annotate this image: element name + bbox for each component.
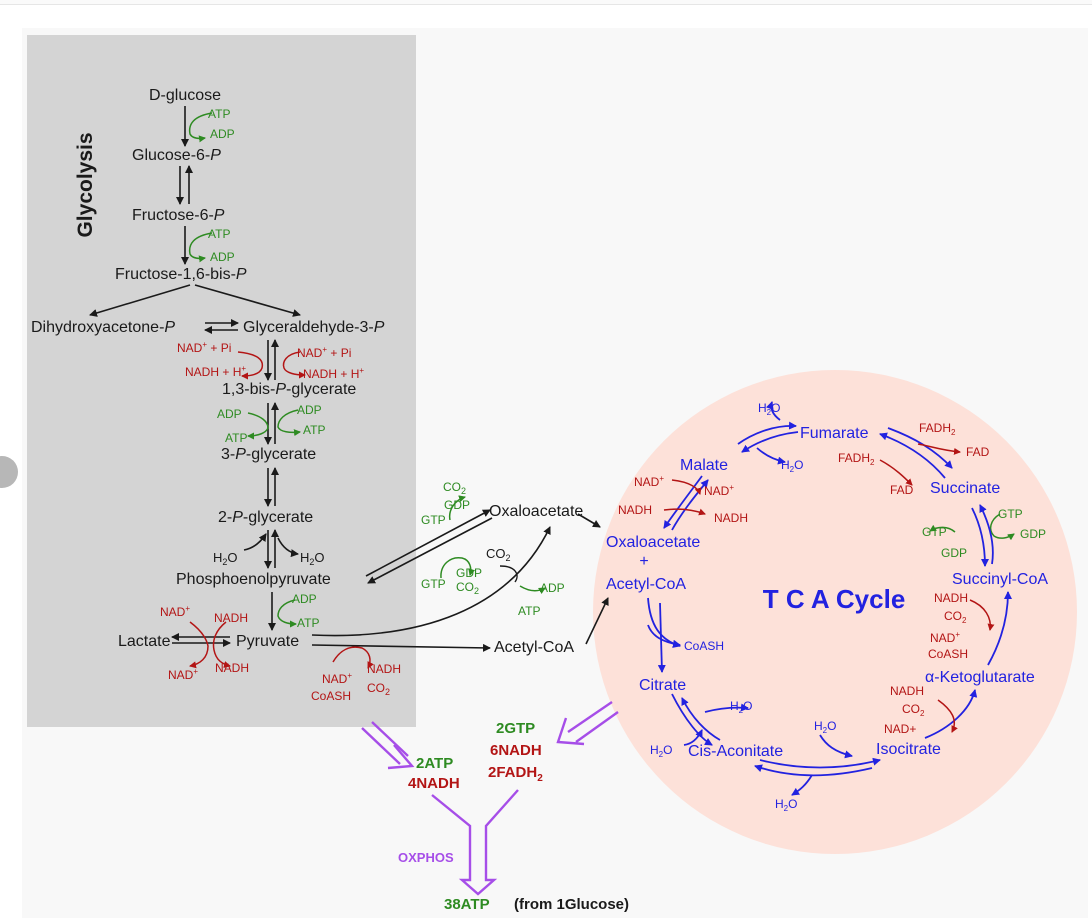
nadh-label: NADH + H+	[303, 366, 364, 381]
gdp-label: GDP	[1020, 527, 1046, 541]
gtp-label: GTP	[421, 577, 446, 591]
fadh2-label: FADH2	[838, 451, 875, 467]
adp-label: ADP	[540, 581, 565, 595]
adp-label: ADP	[210, 127, 235, 141]
fructose-16-bis-p-label: Fructose-1,6-bis-P	[115, 266, 247, 283]
co2-label: CO2	[902, 702, 925, 718]
co2-label: CO2	[944, 609, 967, 625]
h2o-label: H2O	[730, 699, 752, 715]
tca-plus-label: +	[639, 553, 648, 570]
h2o-label: H2O	[650, 743, 672, 759]
gtp-label: GTP	[421, 513, 446, 527]
h2o-label: H2O	[814, 719, 836, 735]
carousel-handle[interactable]	[0, 456, 18, 488]
fad-label: FAD	[966, 445, 990, 459]
pg3-label: 3-P-glycerate	[221, 446, 316, 463]
adp-label: ADP	[217, 407, 242, 421]
nadh-label: NADH	[934, 591, 968, 605]
oxaloacetate-outside-label: Oxaloacetate	[489, 503, 583, 520]
h2o-label: H2O	[758, 401, 780, 417]
tca-fadh2-yield: 2FADH2	[488, 764, 543, 784]
glycolysis-title: Glycolysis	[74, 132, 97, 237]
tca-background	[593, 370, 1077, 854]
nadh-label: NADH	[618, 503, 652, 517]
nad-label: NAD+	[168, 667, 198, 682]
d-glucose-label: D-glucose	[149, 87, 221, 104]
h2o-label: H2O	[775, 797, 797, 813]
glyco-nadh-yield: 4NADH	[408, 775, 460, 792]
atp-label: ATP	[225, 431, 247, 445]
gtp-label: GTP	[922, 525, 947, 539]
nad-label: NAD+	[160, 604, 190, 619]
h2o-label: H2O	[781, 458, 803, 474]
coash-label: CoASH	[928, 647, 968, 661]
total-atp-note: (from 1Glucose)	[514, 896, 629, 913]
adp-label: ADP	[210, 250, 235, 264]
top-border	[0, 0, 1092, 5]
pyruvate-label: Pyruvate	[236, 633, 299, 650]
nad-label: NAD+	[634, 474, 664, 489]
nadh-label: NADH	[215, 661, 249, 675]
cis-aconitate-label: Cis-Aconitate	[688, 743, 783, 760]
h2o-label: H2O	[213, 550, 238, 567]
gtp-label: GTP	[998, 507, 1023, 521]
nadh-label: NADH	[890, 684, 924, 698]
pep-label: Phosphoenolpyruvate	[176, 571, 331, 588]
h2o-label: H2O	[300, 550, 325, 567]
malate-label: Malate	[680, 457, 728, 474]
tca-nadh-yield: 6NADH	[490, 742, 542, 759]
co2-label: CO2	[486, 546, 511, 563]
isocitrate-label: Isocitrate	[876, 741, 941, 758]
nad-label: NAD+	[704, 483, 734, 498]
oxphos-label: OXPHOS	[398, 850, 454, 865]
citrate-label: Citrate	[639, 677, 686, 694]
glucose-6-p-label: Glucose-6-P	[132, 147, 221, 164]
nadh-label: NADH + H+	[185, 364, 246, 379]
glycolysis-background	[27, 35, 416, 727]
atp-label: ATP	[297, 616, 319, 630]
atp-label: ATP	[208, 107, 230, 121]
co2-label: CO2	[367, 681, 390, 697]
total-atp-yield: 38ATP	[444, 896, 490, 913]
acetyl-coa-outside-label: Acetyl-CoA	[494, 639, 574, 656]
adp-label: ADP	[297, 403, 322, 417]
a-ketoglutarate-label: α-Ketoglutarate	[925, 669, 1035, 686]
nad-label: NAD+	[930, 630, 960, 645]
nadh-label: NADH	[714, 511, 748, 525]
gdp-label: GDP	[941, 546, 967, 560]
nad-plus-label: NAD+	[884, 722, 916, 736]
tca-gtp-yield: 2GTP	[496, 720, 535, 737]
tca-acetyl-coa-label: Acetyl-CoA	[606, 576, 686, 593]
atp-label: ATP	[208, 227, 230, 241]
fumarate-label: Fumarate	[800, 425, 869, 442]
co2-label: CO2	[456, 580, 479, 596]
succinate-label: Succinate	[930, 480, 1000, 497]
tca-oxaloacetate-label: Oxaloacetate	[606, 534, 700, 551]
fructose-6-p-label: Fructose-6-P	[132, 207, 225, 224]
g3p-label: Glyceraldehyde-3-P	[243, 319, 385, 336]
glyco-atp-yield: 2ATP	[416, 755, 453, 772]
lactate-label: Lactate	[118, 633, 171, 650]
fad-label: FAD	[890, 483, 914, 497]
gdp-label: GDP	[444, 498, 470, 512]
nadh-label: NADH	[214, 611, 248, 625]
gdp-label: GDP	[456, 566, 482, 580]
co2-label: CO2	[443, 480, 466, 496]
atp-label: ATP	[518, 604, 540, 618]
dhap-label: Dihydroxyacetone-P	[31, 319, 175, 336]
atp-label: ATP	[303, 423, 325, 437]
adp-label: ADP	[292, 592, 317, 606]
bpg13-label: 1,3-bis-P-glycerate	[222, 381, 356, 398]
fadh2-label: FADH2	[919, 421, 956, 437]
nad-label: NAD+ + Pi	[177, 340, 231, 355]
tca-title: T C A Cycle	[763, 584, 906, 614]
pg2-label: 2-P-glycerate	[218, 509, 313, 526]
nad-label: NAD+	[322, 671, 352, 686]
coash-label: CoASH	[684, 639, 724, 653]
nadh-label: NADH	[367, 662, 401, 676]
nad-label: NAD+ + Pi	[297, 345, 351, 360]
succinyl-coa-label: Succinyl-CoA	[952, 571, 1048, 588]
coash-label: CoASH	[311, 689, 351, 703]
